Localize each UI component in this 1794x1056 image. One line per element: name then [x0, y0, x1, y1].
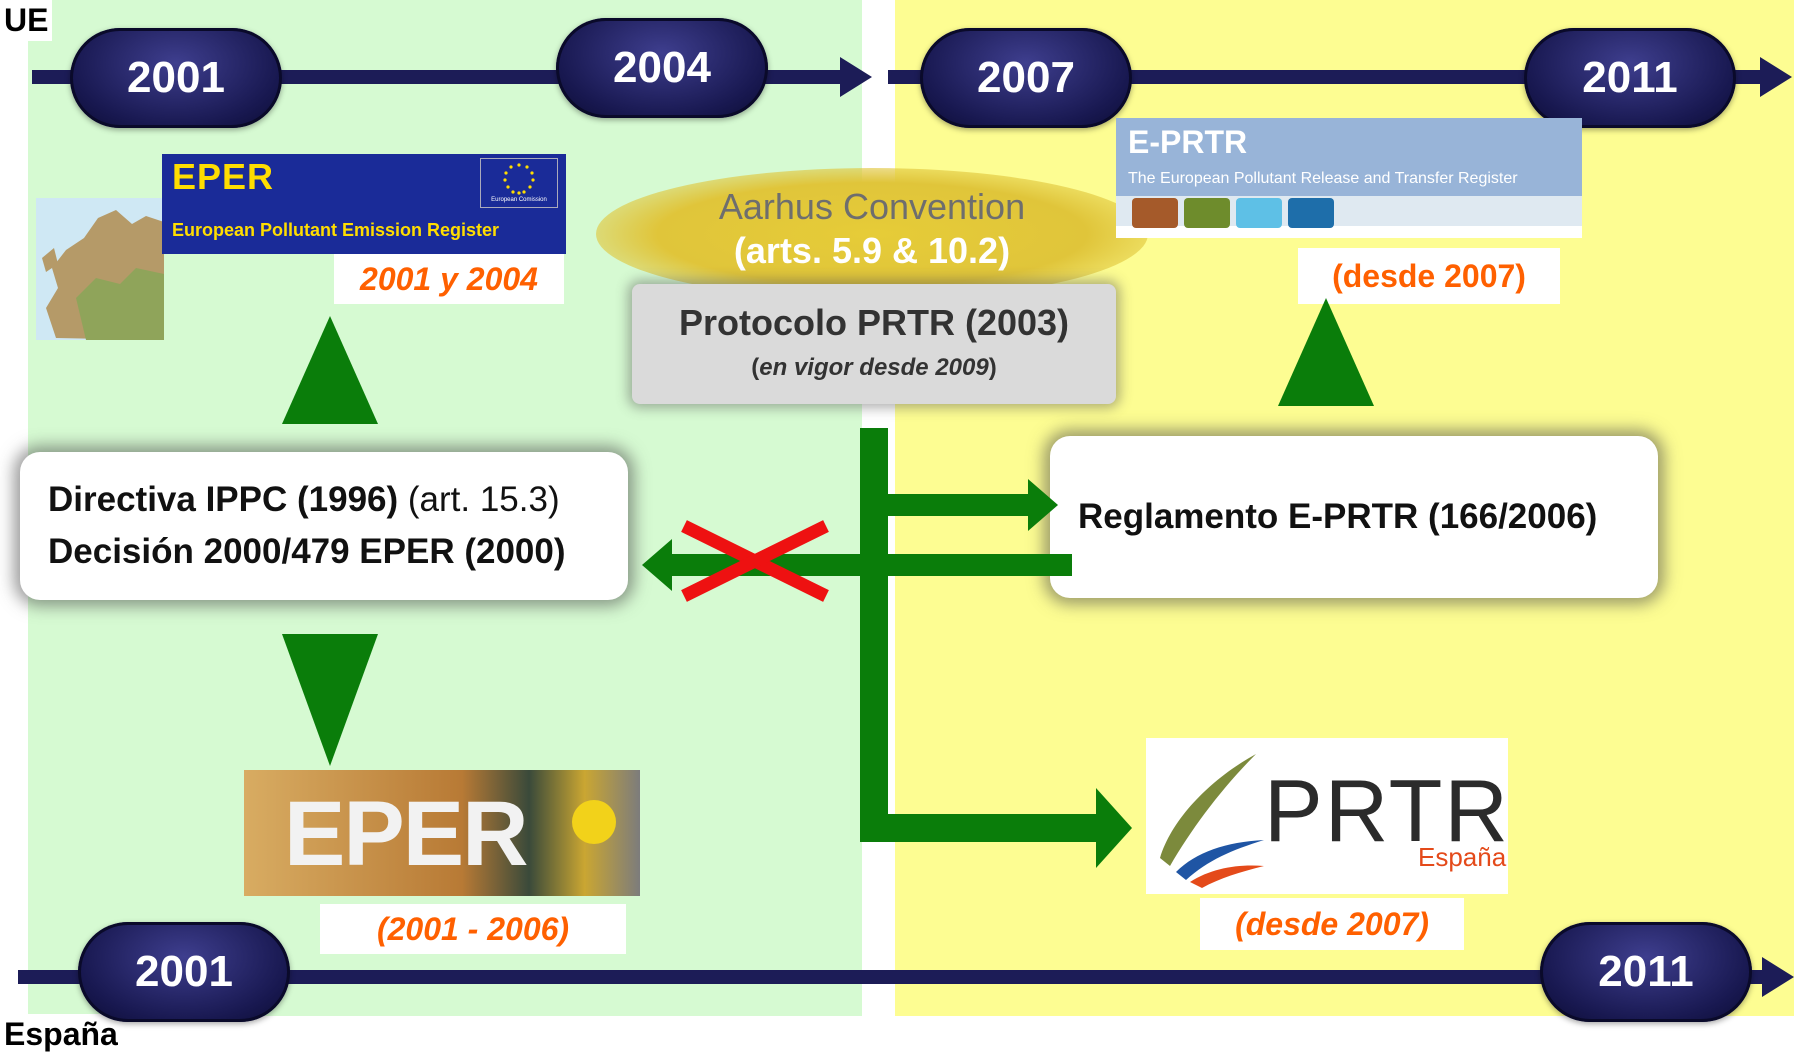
es-year-2011: 2011 — [1540, 922, 1752, 1022]
eprtr-icon-soil — [1132, 198, 1178, 228]
eprtr-icon-water — [1288, 198, 1334, 228]
eu-timeline-arrow-1 — [840, 57, 872, 97]
region-label-ue: UE — [0, 0, 53, 41]
eprtr-icon-air — [1236, 198, 1282, 228]
eprtr-banner-subtitle: The European Pollutant Release and Trans… — [1128, 170, 1518, 187]
region-label-espana: España — [0, 1014, 122, 1055]
flower-icon — [572, 800, 616, 844]
eper-eu-banner-title: EPER — [172, 156, 275, 197]
eu-year-2007: 2007 — [920, 28, 1132, 128]
aarhus-convention-ellipse — [596, 168, 1148, 300]
arrow-up-to-eper-eu — [282, 316, 378, 424]
connector-to-prtr-espana — [860, 814, 1098, 842]
prtr-swoosh-icon — [1160, 754, 1264, 888]
eprtr-banner: E-PRTR The European Pollutant Release an… — [1116, 118, 1582, 238]
es-year-2001: 2001 — [78, 922, 290, 1022]
eper-espana-logo-text: EPER — [284, 783, 529, 885]
protocolo-prtr-title: Protocolo PRTR (2003) — [678, 302, 1070, 343]
connector-to-reglamento — [888, 494, 1030, 516]
arrowhead-to-directiva — [642, 539, 672, 591]
directiva-line-2: Decisión 2000/479 EPER (2000) — [48, 532, 566, 571]
eper-eu-caption: 2001 y 2004 — [334, 254, 564, 304]
eper-espana-logo: EPER — [244, 770, 640, 896]
arrow-up-to-eprtr — [1278, 298, 1374, 406]
directiva-line-1: Directiva IPPC (1996) (art. 15.3) — [48, 480, 560, 519]
arrowhead-to-prtr-espana — [1096, 788, 1132, 868]
aarhus-title: Aarhus Convention — [718, 186, 1026, 227]
eper-eu-banner-subtitle: European Pollutant Emission Register — [172, 220, 500, 240]
arrowhead-to-reglamento — [1028, 479, 1058, 531]
es-timeline — [18, 970, 1768, 984]
eper-eu-banner: EPER European Pollutant Emission Registe… — [162, 154, 566, 254]
eu-year-2011: 2011 — [1524, 28, 1736, 128]
eu-timeline-arrow-2 — [1760, 57, 1792, 97]
eu-flag-emblem-text: European Comission — [491, 197, 547, 203]
directiva-ippc-box: Directiva IPPC (1996) (art. 15.3) Decisi… — [20, 452, 628, 600]
prtr-espana-logo-sub: España — [1418, 842, 1507, 872]
aarhus-articles: (arts. 5.9 & 10.2) — [733, 230, 1011, 271]
arrow-down-to-eper-es — [282, 634, 378, 766]
eu-year-2001: 2001 — [70, 28, 282, 128]
es-timeline-arrow — [1762, 957, 1794, 997]
eper-espana-caption: (2001 - 2006) — [320, 904, 626, 954]
eprtr-banner-title: E-PRTR — [1128, 124, 1248, 160]
eprtr-banner-header — [1116, 118, 1582, 196]
eprtr-caption: (desde 2007) — [1298, 248, 1560, 304]
reglamento-eprtr-box: Reglamento E-PRTR (166/2006) — [1050, 436, 1658, 598]
eu-year-2004: 2004 — [556, 18, 768, 118]
protocolo-prtr-subtitle: (en vigor desde 2009) — [751, 354, 997, 381]
prtr-espana-logo-text: PRTR — [1264, 761, 1510, 860]
eprtr-icon-vegetation — [1184, 198, 1230, 228]
eu-flag-emblem: European Comission — [480, 158, 558, 208]
prtr-espana-caption: (desde 2007) — [1200, 898, 1464, 950]
europe-map-image — [36, 198, 164, 340]
cross-mark-icon — [681, 520, 829, 602]
protocolo-prtr-box: Protocolo PRTR (2003) (en vigor desde 20… — [632, 284, 1116, 404]
connector-vertical-trunk — [860, 428, 888, 830]
prtr-espana-logo: PRTR España — [1146, 738, 1508, 894]
